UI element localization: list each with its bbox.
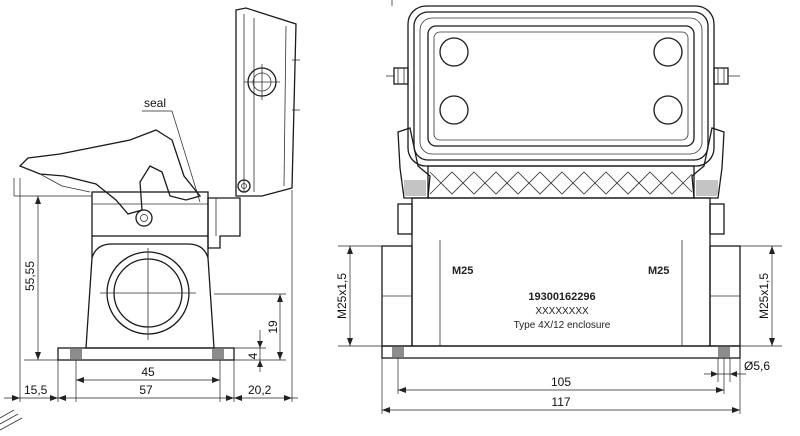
serial-label: XXXXXXXX bbox=[535, 306, 589, 317]
cover-top bbox=[407, 5, 715, 167]
seal-band bbox=[427, 165, 695, 199]
dim-right-offset: 20,2 bbox=[248, 383, 272, 397]
dim-left-offset: 15,5 bbox=[24, 383, 48, 397]
dim-height-mid: 19 bbox=[266, 320, 280, 334]
dim-width-inner: 45 bbox=[141, 365, 155, 379]
part-number-label: 19300162296 bbox=[528, 291, 595, 303]
thread-label-right: M25 bbox=[648, 265, 669, 277]
housing-body bbox=[85, 191, 241, 349]
locking-lever bbox=[18, 129, 202, 227]
dim-hole-diameter: Ø5,6 bbox=[744, 359, 770, 373]
section-hatch bbox=[0, 409, 23, 431]
thread-label-left: M25 bbox=[452, 265, 473, 277]
thread-dim-right: M25x1,5 bbox=[757, 273, 771, 319]
front-view: M25 M25 19300162296 XXXXXXXX Type 4X/12 … bbox=[335, 0, 782, 414]
front-housing bbox=[381, 197, 741, 359]
base-flange bbox=[57, 347, 235, 361]
hinged-cover bbox=[235, 7, 300, 197]
dim-height-total: 55,55 bbox=[23, 261, 37, 291]
lever-arms bbox=[397, 127, 725, 199]
side-view: seal bbox=[0, 7, 300, 431]
enclosure-rating-label: Type 4X/12 enclosure bbox=[514, 320, 611, 331]
hinge-pins bbox=[386, 67, 740, 85]
seal-callout-label: seal bbox=[144, 96, 166, 110]
thread-dim-left: M25x1,5 bbox=[335, 273, 349, 319]
dim-hole-spacing: 105 bbox=[551, 375, 571, 389]
dim-width-base: 57 bbox=[139, 383, 153, 397]
dim-overall-width: 117 bbox=[551, 395, 570, 409]
seal-callout-leader bbox=[171, 110, 201, 203]
dim-height-small: 4 bbox=[246, 352, 260, 359]
